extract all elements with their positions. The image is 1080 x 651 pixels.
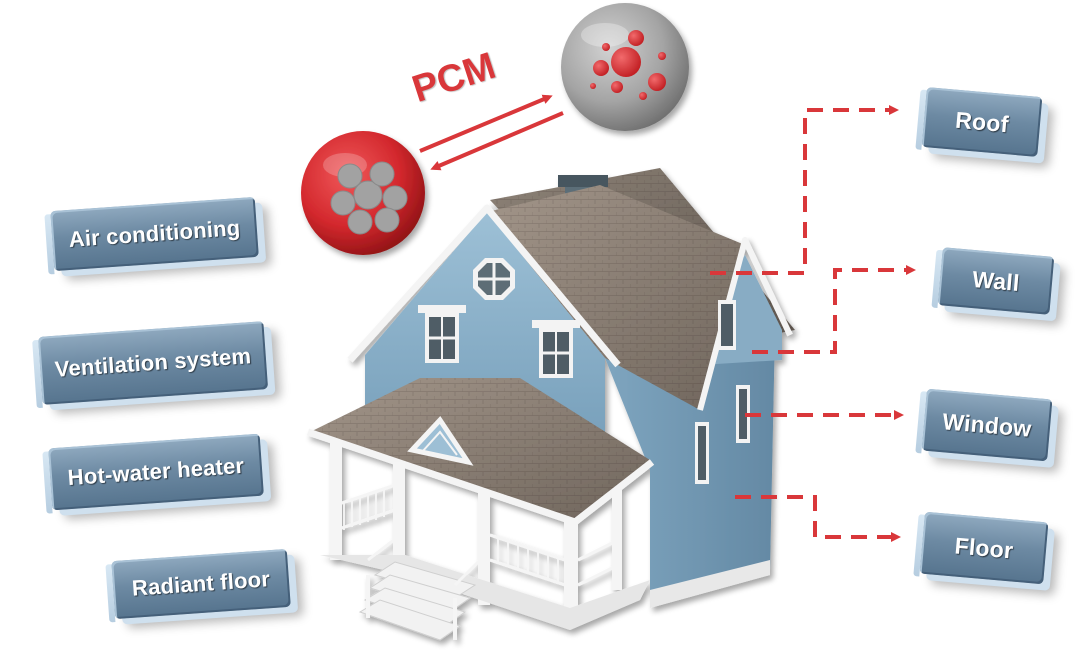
wall-connector: [752, 265, 916, 354]
tile-wall: Wall: [937, 247, 1055, 315]
tile-label: Window: [941, 407, 1033, 442]
tile-label: Air conditioning: [67, 215, 242, 252]
house-illustration: [306, 168, 795, 641]
tile-window: Window: [921, 388, 1053, 462]
solid-phase-sphere-icon: [301, 131, 425, 255]
tile-floor: Floor: [919, 511, 1049, 585]
tile-label: Ventilation system: [53, 343, 252, 382]
tile-roof: Roof: [921, 87, 1043, 157]
tile-label: Roof: [954, 106, 1010, 137]
tile-radiant-floor: Radiant floor: [111, 548, 291, 620]
tile-label: Wall: [971, 265, 1021, 296]
floor-connector: [735, 495, 901, 542]
liquid-phase-sphere-icon: [561, 3, 689, 131]
tile-label: Radiant floor: [131, 566, 271, 601]
tile-label: Floor: [953, 532, 1015, 564]
pcm-phase-change-arrows: [419, 94, 564, 171]
tile-label: Hot-water heater: [66, 452, 246, 491]
